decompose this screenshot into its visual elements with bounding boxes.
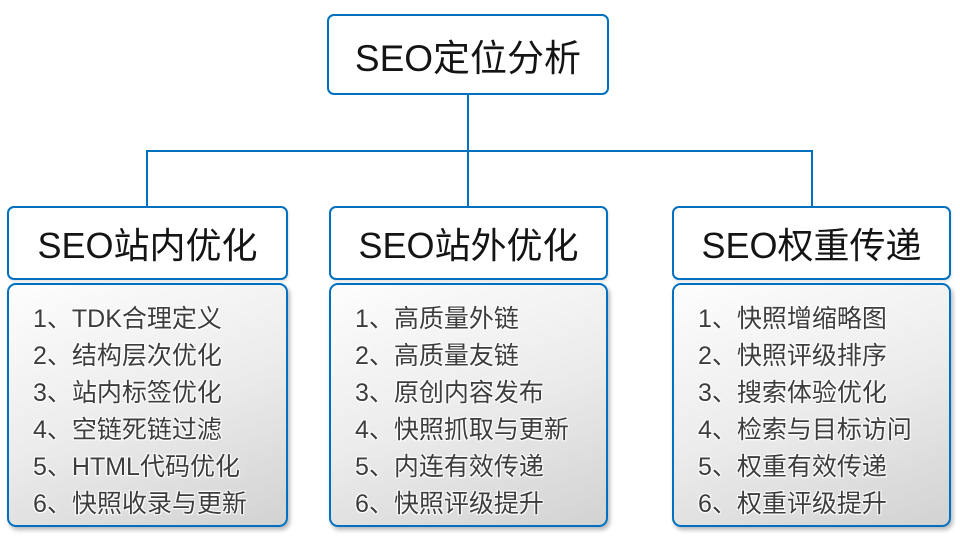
connector-drop-middle	[467, 151, 469, 207]
list-item: 6、权重评级提升	[698, 490, 887, 518]
connector-horizontal-bar	[146, 150, 813, 152]
branch-onsite-list: 1、TDK合理定义 2、结构层次优化 3、站内标签优化 4、空链死链过滤 5、H…	[7, 283, 288, 527]
branch-offsite-title: SEO站外优化	[358, 225, 579, 266]
list-item: 2、结构层次优化	[33, 342, 222, 370]
list-item: 5、内连有效传递	[355, 453, 544, 481]
list-item: 4、空链死链过滤	[33, 416, 222, 444]
branch-weight-title: SEO权重传递	[701, 225, 922, 266]
branch-offsite-list: 1、高质量外链 2、高质量友链 3、原创内容发布 4、快照抓取与更新 5、内连有…	[329, 283, 608, 527]
root-node: SEO定位分析	[327, 14, 609, 95]
list-item: 2、高质量友链	[355, 342, 519, 370]
list-item: 1、高质量外链	[355, 305, 519, 333]
branch-weight-list: 1、快照增缩略图 2、快照评级排序 3、搜索体验优化 4、检索与目标访问 5、权…	[672, 283, 951, 527]
list-item: 3、搜索体验优化	[698, 379, 887, 407]
connector-drop-right	[811, 151, 813, 207]
list-item: 1、TDK合理定义	[33, 305, 222, 333]
list-item: 6、快照收录与更新	[33, 490, 247, 518]
branch-onsite-header: SEO站内优化	[7, 206, 288, 280]
list-item: 1、快照增缩略图	[698, 305, 887, 333]
list-item: 5、权重有效传递	[698, 453, 887, 481]
branch-weight-header: SEO权重传递	[672, 206, 951, 280]
list-item: 3、原创内容发布	[355, 379, 544, 407]
root-title: SEO定位分析	[354, 37, 582, 79]
branch-offsite-header: SEO站外优化	[329, 206, 608, 280]
connector-root-stem	[467, 95, 469, 151]
connector-drop-left	[146, 151, 148, 207]
branch-onsite-title: SEO站内优化	[37, 225, 258, 266]
list-item: 3、站内标签优化	[33, 379, 222, 407]
list-item: 4、检索与目标访问	[698, 416, 912, 444]
list-item: 4、快照抓取与更新	[355, 416, 569, 444]
list-item: 2、快照评级排序	[698, 342, 887, 370]
list-item: 6、快照评级提升	[355, 490, 544, 518]
list-item: 5、HTML代码优化	[33, 453, 240, 481]
